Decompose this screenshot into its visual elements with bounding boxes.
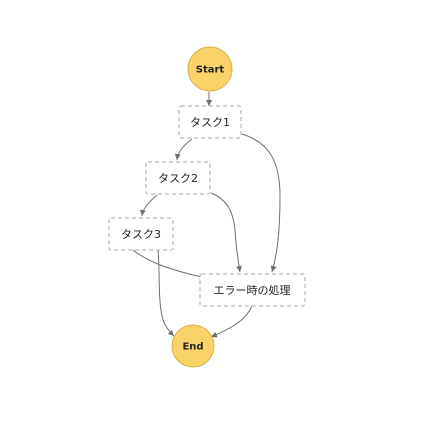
edge-task1-to-error (241, 133, 281, 273)
task3-box (108, 217, 174, 251)
error-handler-label: エラー時の処理 (214, 284, 291, 297)
edge-task3-to-error (132, 249, 207, 280)
edge-task2-to-error (210, 192, 242, 273)
task1-box (178, 105, 242, 139)
edge-task1-to-task2 (174, 138, 193, 161)
end-label: End (182, 342, 203, 353)
task1-node[interactable]: タスク1 (178, 105, 242, 139)
start-circle (187, 46, 233, 92)
error-handler-node[interactable]: エラー時の処理 (199, 273, 306, 307)
task2-node[interactable]: タスク2 (145, 161, 211, 195)
edge-task2-to-task3 (139, 194, 158, 217)
start-label: Start (196, 65, 225, 76)
edge-task3-to-end (157, 249, 175, 337)
task2-label: タスク2 (158, 172, 198, 185)
end-node[interactable]: End (171, 324, 215, 368)
task1-label: タスク1 (190, 116, 230, 129)
task3-node[interactable]: タスク3 (108, 217, 174, 251)
end-circle (171, 324, 215, 368)
edge-error-to-end (210, 305, 253, 338)
start-node[interactable]: Start (187, 46, 233, 92)
error-handler-box (199, 273, 306, 307)
task2-box (145, 161, 211, 195)
edges (132, 92, 281, 338)
task3-label: タスク3 (121, 228, 161, 241)
